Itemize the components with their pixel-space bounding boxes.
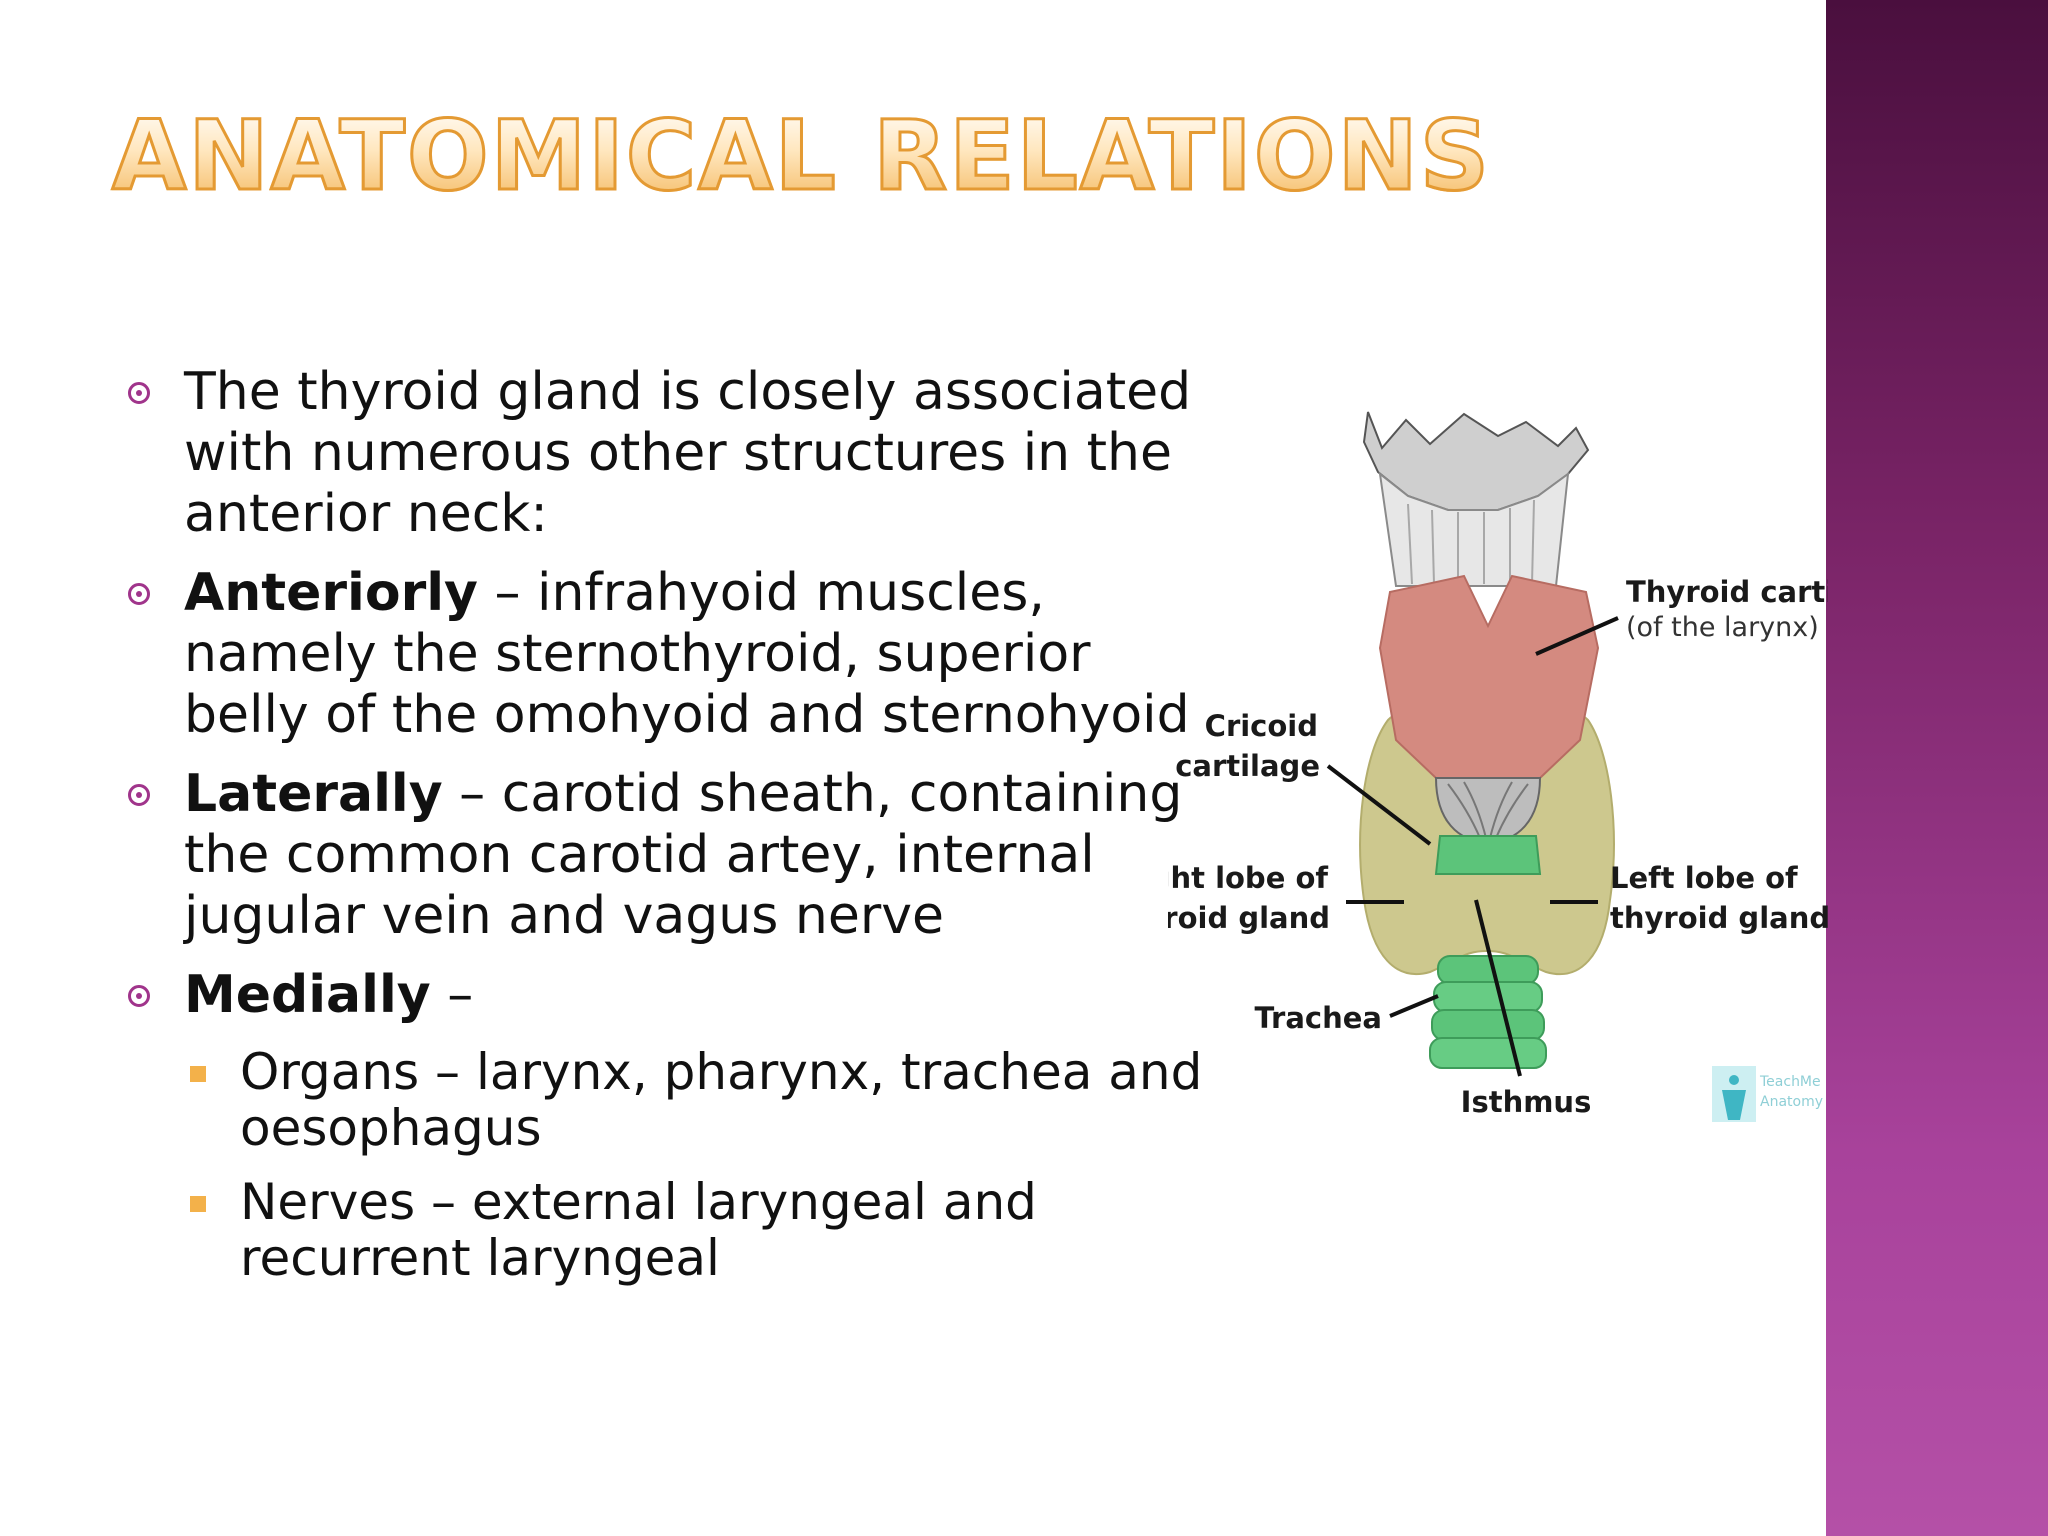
sub-bullet-text: Nerves – external laryngeal and recurren…	[240, 1173, 1037, 1287]
bullet-marker-icon	[128, 583, 150, 605]
bullet-medially: Medially –	[128, 965, 1218, 1026]
sub-bullet-organs: Organs – larynx, pharynx, trachea and oe…	[128, 1044, 1218, 1156]
label-isthmus: Isthmus	[1461, 1085, 1592, 1119]
thyroid-diagram-svg: Thyroid cartilage (of the larynx) Cricoi…	[1168, 411, 1828, 1122]
leader-line	[1326, 764, 1432, 846]
trachea-shape	[1429, 955, 1547, 1069]
label-right-lobe-line1: Right lobe of	[1168, 861, 1328, 895]
leader-line	[1535, 616, 1619, 656]
membrane-striations	[1407, 499, 1535, 585]
bullet-text: – infrahyoid muscles, namely the sternot…	[184, 563, 1190, 745]
bullet-list: The thyroid gland is closely associated …	[128, 362, 1218, 1304]
sub-bullet-square-icon	[190, 1196, 206, 1212]
watermark-line2: Anatomy	[1760, 1094, 1823, 1110]
slide-title: Anatomical Relations	[111, 99, 1491, 214]
bullet-anteriorly: Anteriorly – infrahyoid muscles, namely …	[128, 563, 1218, 746]
decorative-side-bar	[1826, 0, 2048, 1536]
bullet-text: –	[430, 965, 474, 1025]
watermark-line1: TeachMe	[1759, 1074, 1821, 1090]
label-cricoid-line1: Cricoid	[1205, 709, 1318, 743]
bullet-marker-icon	[128, 382, 150, 404]
sub-bullet-square-icon	[190, 1066, 206, 1082]
leader-line	[1389, 994, 1439, 1018]
label-right-lobe-line2: thyroid gland	[1168, 901, 1330, 935]
leader-line	[1474, 899, 1522, 1077]
bullet-lead: Medially	[184, 965, 431, 1025]
label-left-lobe-line2: thyroid gland	[1610, 901, 1828, 935]
bullet-marker-icon	[128, 985, 150, 1007]
label-cricoid-line2: cartilage	[1175, 749, 1320, 783]
bullet-laterally: Laterally – carotid sheath, containing t…	[128, 764, 1218, 947]
cricothyroid-striations	[1447, 781, 1529, 839]
teachme-watermark: TeachMe Anatomy	[1712, 1066, 1823, 1122]
bullet-marker-icon	[128, 784, 150, 806]
label-thyroid-cartilage-sub: (of the larynx)	[1626, 612, 1819, 643]
label-thyroid-cartilage: Thyroid cartilage	[1626, 575, 1828, 609]
thyroid-anatomy-diagram: Thyroid cartilage (of the larynx) Cricoi…	[1168, 400, 1828, 1140]
thyroid-cartilage-shape	[1378, 574, 1600, 779]
bullet-lead: Laterally	[184, 764, 443, 824]
bullet-text: – carotid sheath, containing the common …	[184, 764, 1183, 946]
bullet-text: The thyroid gland is closely associated …	[184, 362, 1192, 544]
bullet-lead: Anteriorly	[184, 563, 478, 623]
sub-bullet-text: Organs – larynx, pharynx, trachea and oe…	[240, 1043, 1203, 1157]
label-left-lobe-line1: Left lobe of	[1610, 861, 1798, 895]
bullet-intro: The thyroid gland is closely associated …	[128, 362, 1218, 545]
sub-bullet-nerves: Nerves – external laryngeal and recurren…	[128, 1174, 1218, 1286]
cricoid-cartilage-shape	[1434, 835, 1542, 875]
slide-title-text: Anatomical Relations	[111, 99, 1491, 214]
label-trachea: Trachea	[1254, 1001, 1382, 1035]
